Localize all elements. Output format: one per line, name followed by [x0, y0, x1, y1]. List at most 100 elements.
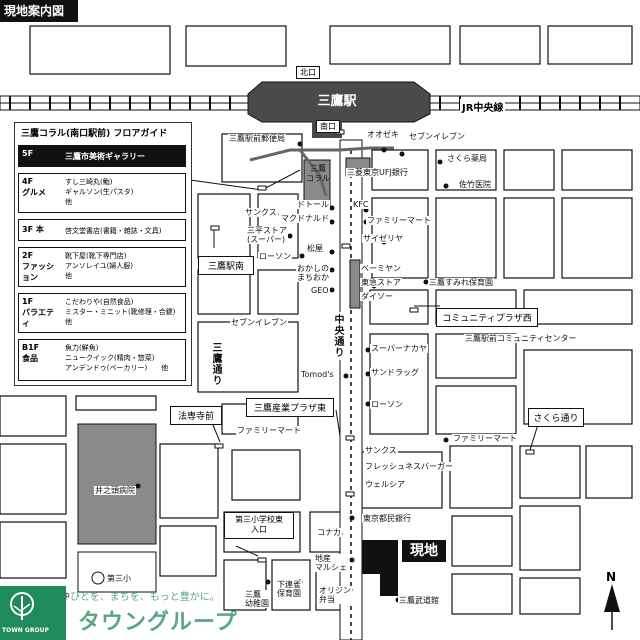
place-label: 佐竹医院	[458, 180, 492, 190]
place-label: KFC	[352, 200, 370, 210]
floor-category: ファッション	[22, 261, 54, 282]
floor-shop: 三鷹市美術ギャラリー	[65, 152, 145, 161]
floor-number: 1F	[22, 297, 34, 306]
place-label: 三鷹 コラル	[306, 164, 330, 183]
floor-3f: 3F 本 啓文堂書店(書籍・雑誌・文具)	[18, 219, 186, 241]
floor-number: 3F	[22, 225, 34, 234]
place-label: 三鷹 幼稚園	[244, 590, 270, 609]
floor-shop: すし三崎丸(鮨)	[65, 178, 113, 186]
place-label: 三鷹すみれ保育園	[428, 278, 494, 288]
place-label: ダイソー	[360, 292, 394, 302]
tokyu-building	[349, 259, 361, 309]
school-symbol-dai3	[91, 571, 105, 585]
place-label: ファミリーマート	[366, 216, 432, 226]
floor-shop: 他	[65, 272, 72, 281]
street-mitaka: 三鷹通り	[208, 340, 223, 388]
place-label: ドトール	[296, 200, 330, 210]
place-label: 三鷹武道館	[398, 596, 440, 606]
place-label: 三平ストア (スーパー)	[246, 226, 288, 245]
place-label: 地産 マルシェ	[314, 554, 348, 573]
place-label: マクドナルド	[280, 214, 330, 224]
inokashira-hospital-area	[77, 423, 157, 545]
rail-line-name: JR中央線	[460, 99, 506, 114]
place-label: ファミリーマート	[452, 434, 518, 444]
place-label: サンドラッグ	[370, 368, 420, 378]
floor-shop: 靴下屋(靴下専門店)	[65, 252, 127, 260]
floor-label: 3F 本	[19, 220, 63, 240]
floor-guide-title: 三鷹コラル(南口駅前) フロアガイド	[21, 129, 168, 139]
place-label: スーパーナカヤ	[370, 344, 428, 354]
map-title: 現地案内図	[0, 0, 78, 22]
site-building	[362, 540, 398, 596]
station-name: 三鷹駅	[317, 94, 357, 109]
floor-number: 4F	[22, 177, 34, 186]
tree-icon	[10, 592, 34, 620]
floor-shop: アンソレイユ(婦人服)	[65, 262, 134, 271]
place-label: 井之頭病院	[94, 486, 136, 496]
floor-shop: アンデンドゥ(ベーカリー) 他	[65, 364, 169, 373]
place-label: ローソン	[370, 400, 404, 410]
place-label: サイゼリヤ	[362, 234, 404, 244]
street-chuo: 中央通り	[330, 312, 345, 360]
site-label: 現地	[402, 540, 446, 562]
place-label: 三鷹駅前コミュニティセンター	[464, 334, 578, 344]
callout-community-plaza-west: コミュニティプラザ西	[436, 308, 538, 327]
north-label: N	[606, 570, 617, 584]
place-label: セブンイレブン	[408, 132, 466, 142]
place-label: コナカ	[316, 528, 342, 538]
town-group-logo: TOWN GROUP	[0, 586, 66, 640]
station-building	[247, 81, 431, 123]
floor-category: バラエティ	[22, 307, 54, 328]
callout-sakura-dori: さくら通り	[528, 408, 584, 427]
floor-shops: 靴下屋(靴下専門店) アンソレイユ(婦人服)他	[63, 248, 185, 286]
railway-hatch	[9, 96, 621, 110]
north-exit-label: 北口	[296, 66, 320, 79]
place-label: ウェルシア	[364, 480, 406, 490]
logo-company: TOWN GROUP	[2, 627, 49, 634]
place-label: 三鷹駅前郵便局	[228, 134, 286, 144]
south-exit-label: 南口	[316, 120, 340, 133]
floor-shop: 啓文堂書店(書籍・雑誌・文具)	[65, 227, 162, 235]
floor-number: B1F	[22, 343, 40, 352]
place-label: Tomod's	[300, 370, 335, 380]
place-label: フレッシュネスバーガー	[364, 462, 454, 472]
floor-5f: 5F 三鷹市美術ギャラリー	[18, 145, 186, 167]
callout-mitaka-station-south: 三鷹駅南	[198, 256, 254, 275]
place-label: ベーミヤン	[360, 264, 402, 274]
floor-shop: 魚力(鮮魚)	[65, 344, 99, 352]
floor-category: 本	[35, 225, 44, 234]
callout-daisan-school-east: 第三小学校東 入口	[224, 512, 294, 539]
floor-shop: ミスター・ミニット(靴修理・合鍵)	[65, 308, 176, 317]
place-label: さくら薬局	[446, 154, 488, 164]
floor-shop: ニュークイック(精肉・惣菜)	[65, 354, 155, 363]
place-label: オリジン 弁当	[318, 586, 352, 605]
floor-shop: 他	[65, 198, 72, 207]
place-label: オオゼキ	[366, 130, 400, 140]
place-label: 東京都民銀行	[362, 514, 412, 524]
place-label: 三菱東京UFJ銀行	[346, 168, 409, 178]
callout-hoshoji-mae: 法専寺前	[170, 406, 222, 425]
place-label: セブンイレブン	[230, 318, 288, 328]
floor-shop: ギャルソン(生パスタ)	[65, 188, 134, 197]
callout-sangyo-plaza-east: 三鷹産業プラザ東	[246, 398, 334, 417]
pedestrian-deck	[249, 146, 394, 197]
school-area	[77, 551, 157, 593]
place-label: 東急ストア	[360, 278, 402, 288]
north-arrow	[604, 584, 620, 612]
floor-shop: こだわりや(自然食品)	[65, 298, 134, 306]
floor-shops: こだわりや(自然食品)ミスター・ミニット(靴修理・合鍵)他	[63, 294, 185, 332]
place-label: ファミリーマート	[236, 426, 302, 436]
floor-shops: すし三崎丸(鮨) ギャルソン(生パスタ)他	[63, 174, 185, 212]
floor-category: 食品	[22, 353, 38, 363]
floor-category: グルメ	[22, 187, 46, 197]
logo-slogan: ひとを、まちを、もっと豊かに。	[70, 592, 220, 603]
place-label: GEO	[310, 286, 330, 296]
